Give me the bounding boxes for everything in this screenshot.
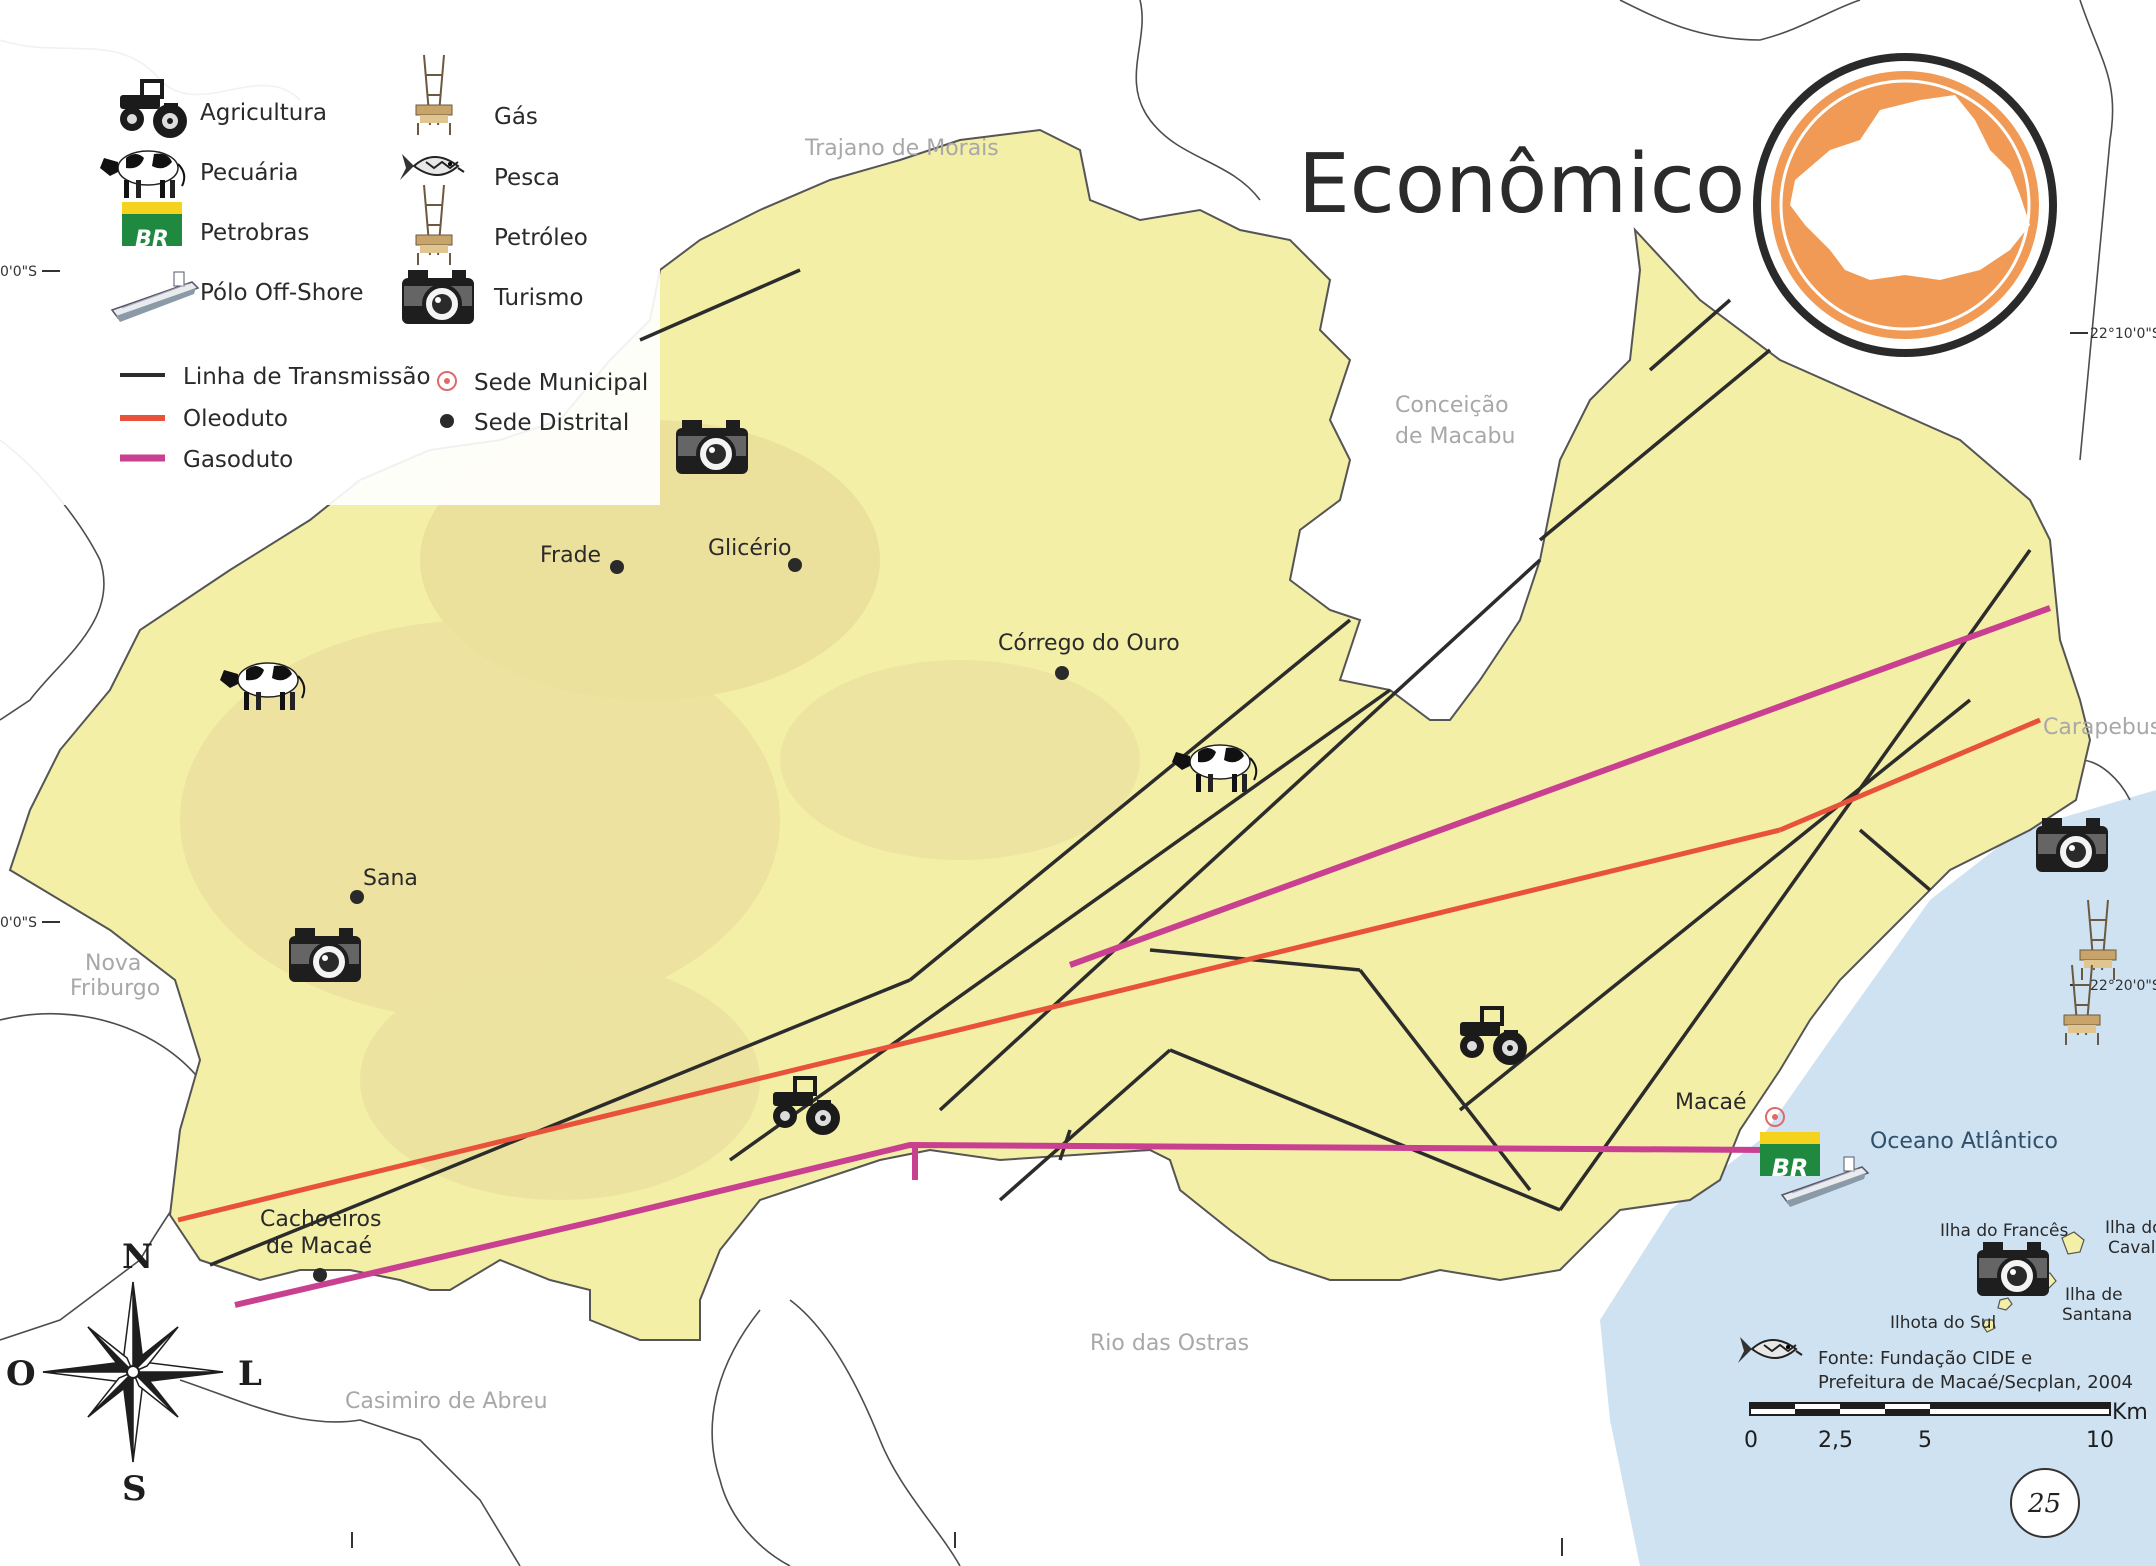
coord-right-mid: 22°20'0"S	[2090, 978, 2156, 994]
district-seats	[313, 558, 1069, 1282]
island-santana-2: Santana	[2062, 1305, 2132, 1325]
map-title: Econômico	[1298, 137, 1745, 232]
island-cavalo-2: Cavalo	[2108, 1238, 2156, 1258]
tourism-camera-icon	[2034, 816, 2110, 874]
compass-north: N	[122, 1237, 153, 1277]
tourism-camera-icon	[674, 418, 750, 476]
sea-label: Oceano Atlântico	[1870, 1129, 2058, 1154]
neighbor-casimiro: Casimiro de Abreu	[345, 1389, 548, 1414]
scale-tick-0: 0	[1744, 1428, 1758, 1453]
legend-district-seat: Sede Distrital	[474, 410, 629, 436]
legend-gas: Gás	[494, 104, 538, 130]
place-glicerio: Glicério	[708, 536, 792, 561]
place-sana: Sana	[363, 866, 418, 891]
cachoeiros-dot	[313, 1268, 327, 1282]
legend-livestock: Pecuária	[200, 160, 298, 186]
place-corrego: Córrego do Ouro	[998, 631, 1180, 656]
relief-shading	[180, 420, 1140, 1200]
sea-area	[1600, 790, 2156, 1566]
municipal-seat-marker	[1765, 1107, 1785, 1127]
legend-oil-pipeline: Oleoduto	[183, 406, 288, 432]
neighbor-nova-2: Friburgo	[70, 976, 160, 1001]
place-cachoeiros-2: de Macaé	[266, 1234, 372, 1259]
compass-west: O	[6, 1354, 36, 1394]
scale-tick-2-5: 2,5	[1818, 1428, 1853, 1453]
tourism-camera-icon	[287, 926, 363, 984]
corrego-dot	[1055, 666, 1069, 680]
island-frances: Ilha do Francês	[1940, 1221, 2068, 1241]
legend-agriculture: Agricultura	[200, 100, 327, 126]
sana-dot	[350, 890, 364, 904]
coord-left-top: 0'0"S	[0, 264, 37, 280]
coord-right-top: 22°10'0"S	[2090, 326, 2156, 342]
page-number: 25	[2027, 1489, 2061, 1519]
legend: Agricultura Pecuária BR Petrobras Pólo O…	[99, 54, 648, 473]
legend-fishing: Pesca	[494, 165, 560, 191]
island-sul: Ilhota do Sul	[1890, 1313, 1996, 1333]
frade-dot	[610, 560, 624, 574]
legend-panel	[0, 0, 660, 505]
transmission-lines	[209, 268, 2032, 1267]
legend-oil: Petróleo	[494, 225, 588, 251]
island-cavalo-1: Ilha do	[2105, 1218, 2156, 1238]
source-line-1: Fonte: Fundação CIDE e	[1818, 1348, 2032, 1369]
petrobras-logo-text: BR	[1772, 1154, 1809, 1182]
inset-municipality-shape	[1790, 95, 2030, 280]
source-line-2: Prefeitura de Macaé/Secplan, 2004	[1818, 1372, 2133, 1393]
neighbor-conceicao-1: Conceição	[1395, 393, 1509, 418]
compass-east: L	[238, 1354, 262, 1394]
legend-gas-pipeline: Gasoduto	[183, 447, 293, 473]
place-macae: Macaé	[1675, 1090, 1747, 1115]
coord-left-mid: 0'0"S	[0, 915, 37, 931]
neighbor-nova-1: Nova	[85, 951, 141, 976]
neighbor-carapebus: Carapebus	[2043, 715, 2156, 740]
oil-pipeline	[177, 717, 2041, 1223]
tourism-camera-icon	[1975, 1240, 2051, 1298]
island-santana-1: Ilha de	[2065, 1285, 2123, 1305]
legend-petrobras-logo-text: BR	[135, 227, 169, 252]
glicerio-dot	[788, 558, 802, 572]
scale-tick-5: 5	[1918, 1428, 1932, 1453]
legend-camera-icon	[400, 268, 476, 326]
scale-tick-10: 10	[2086, 1428, 2114, 1453]
inset-locator	[1753, 53, 2057, 357]
neighbor-conceicao-2: de Macabu	[1395, 424, 1515, 449]
scale-bar	[1749, 1402, 2111, 1416]
legend-offshore: Pólo Off-Shore	[200, 280, 364, 306]
legend-municipal-seat: Sede Municipal	[474, 370, 648, 396]
legend-transmission: Linha de Transmissão	[183, 364, 431, 390]
compass-rose	[42, 1281, 224, 1463]
legend-tourism: Turismo	[493, 285, 583, 311]
compass-south: S	[122, 1469, 147, 1509]
neighbor-trajano: Trajano de Morais	[804, 136, 999, 161]
gas-pipeline	[234, 605, 2052, 1308]
neighbor-rio-ostras: Rio das Ostras	[1090, 1331, 1249, 1356]
place-cachoeiros-1: Cachoeiros	[260, 1207, 381, 1232]
place-frade: Frade	[540, 543, 601, 568]
scale-unit: Km	[2112, 1400, 2148, 1425]
legend-petrobras: Petrobras	[200, 220, 309, 246]
